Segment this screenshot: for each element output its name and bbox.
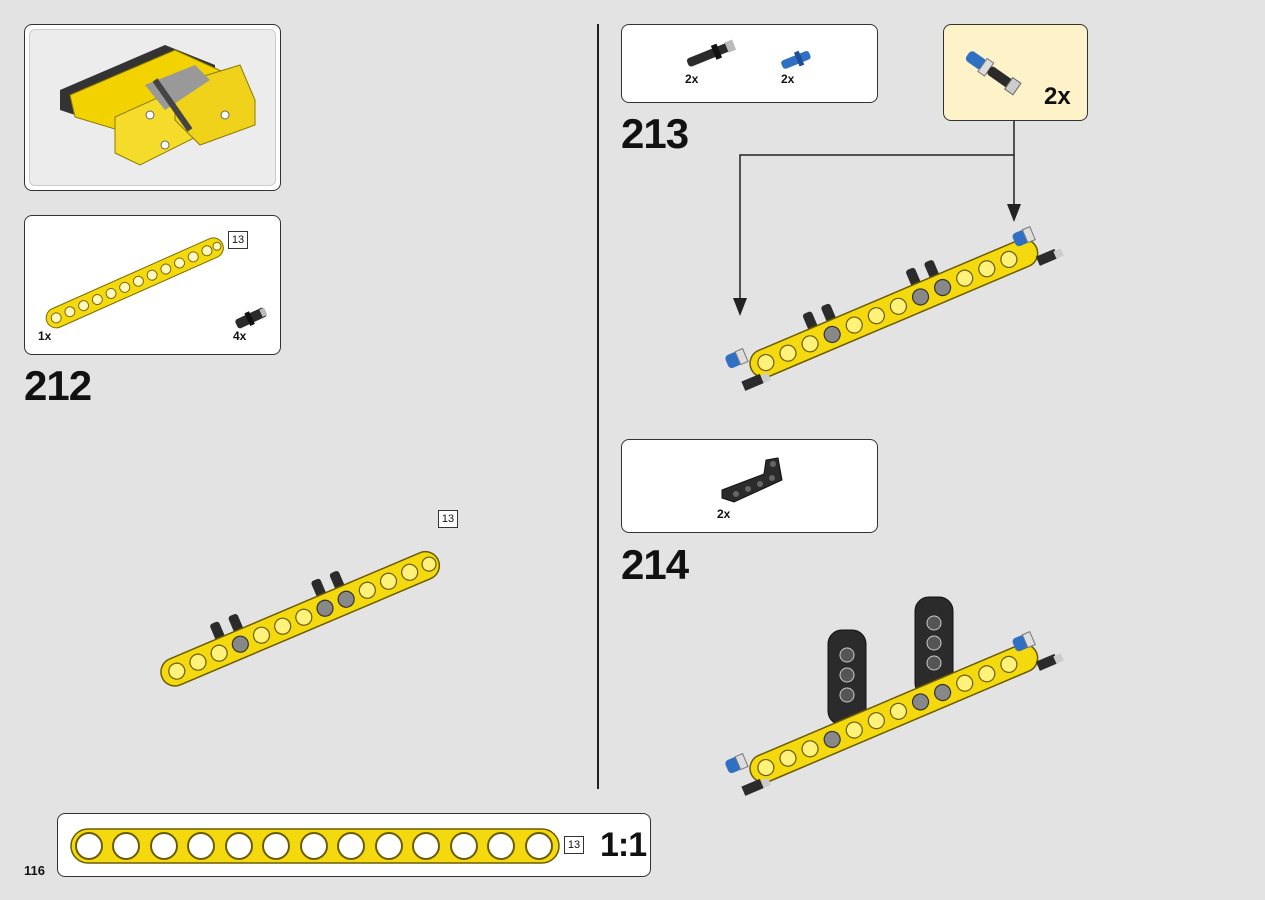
beam-length-badge: 13 (228, 231, 248, 249)
part-quantity: 2x (1044, 83, 1071, 110)
step-214-parts-list: 2x (621, 439, 878, 533)
black-pin-part-image (235, 307, 268, 329)
beam-length-badge: 13 (438, 510, 458, 528)
part-quantity: 1x (38, 329, 52, 343)
step-213-parts-list: 2x 2x (621, 24, 878, 103)
step-214-beam-assembly (725, 596, 1064, 796)
step-213-beam-assembly (725, 226, 1064, 391)
step-number: 212 (24, 362, 92, 409)
step-212-parts-list: 13 1x 4x (24, 215, 281, 355)
sub-assembly-callout: 2x (943, 24, 1088, 121)
part-quantity: 2x (781, 72, 795, 86)
part-quantity: 2x (685, 72, 699, 86)
black-angled-beam-part-image (721, 457, 783, 503)
page-number: 116 (24, 863, 45, 878)
blue-axle-pin-part-image (781, 50, 811, 69)
step-212-beam-with-pins (160, 550, 441, 687)
chassis-assembly-image (60, 45, 256, 166)
step-number: 213 (621, 110, 689, 157)
step-number: 214 (621, 541, 689, 588)
part-quantity: 2x (717, 507, 731, 521)
scale-ruler-panel: 13 1:1 (57, 813, 651, 877)
page-divider (597, 24, 599, 789)
yellow-beam-part-image (45, 237, 224, 329)
previous-step-preview (24, 24, 281, 191)
black-axle-pin-part-image (686, 39, 737, 67)
part-quantity: 4x (233, 329, 247, 343)
full-scale-beam-image (70, 828, 560, 864)
blue-pin-with-bush-image (965, 51, 1022, 96)
beam-length-badge: 13 (564, 836, 584, 854)
scale-label: 1:1 (600, 826, 647, 864)
